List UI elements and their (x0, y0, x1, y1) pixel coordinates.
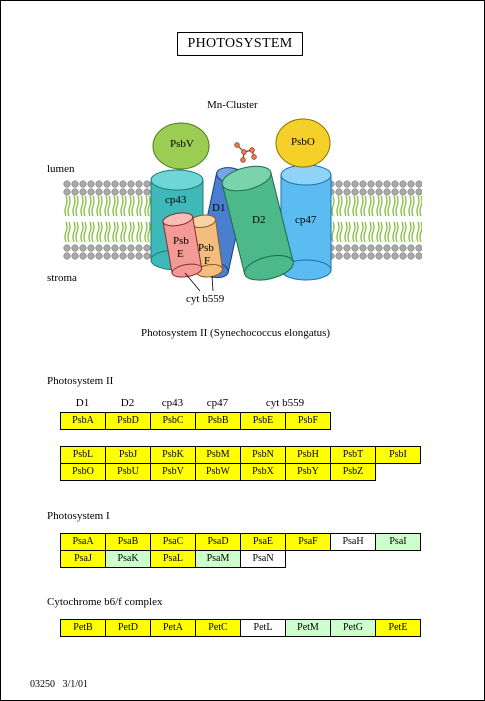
cyt-pointer-line (184, 272, 201, 292)
gene-cell: PsbF (285, 412, 331, 430)
d2-label: D2 (252, 214, 266, 226)
gene-cell: PsbI (375, 446, 421, 464)
psbo-subunit (275, 118, 331, 168)
ps2-header-d2: D2 (120, 397, 135, 409)
page-title: PHOTOSYSTEM (177, 32, 303, 56)
gene-cell: PsbT (330, 446, 376, 464)
photosystem-diagram (63, 118, 422, 292)
gene-cell: PsaD (195, 533, 241, 551)
psbo-label: PsbO (291, 136, 315, 148)
diagram-caption: Photosystem II (Synechococcus elongatus) (141, 327, 331, 339)
gene-cell: PsaC (150, 533, 196, 551)
psbf-label-top: Psb (198, 242, 214, 254)
gene-cell: PsaJ (60, 550, 106, 568)
gene-cell: PsbZ (330, 463, 376, 481)
ps1-title: Photosystem I (47, 510, 110, 522)
gene-cell: PsbW (195, 463, 241, 481)
mn-cluster-icon (234, 142, 257, 163)
gene-cell: PsbK (150, 446, 196, 464)
footer-date: 3/1/01 (62, 679, 89, 690)
gene-cell: PsaF (285, 533, 331, 551)
psbe-subunit (162, 212, 203, 278)
gene-cell: PetC (195, 619, 241, 637)
psbe-label-top: Psb (173, 235, 189, 247)
footer-code: 03250 (30, 679, 55, 690)
gene-cell: PsaE (240, 533, 286, 551)
gene-cell: PetM (285, 619, 331, 637)
gene-cell: PsbL (60, 446, 106, 464)
mn-cluster-label: Mn-Cluster (207, 99, 258, 111)
gene-cell: PsbN (240, 446, 286, 464)
gene-cell: PsbO (60, 463, 106, 481)
gene-cell: PetD (105, 619, 151, 637)
gene-cell: PsbY (285, 463, 331, 481)
gene-cell: PsbE (240, 412, 286, 430)
psbe-label-bottom: E (177, 248, 184, 260)
gene-cell: PetE (375, 619, 421, 637)
gene-cell: PsaK (105, 550, 151, 568)
gene-cell: PsbD (105, 412, 151, 430)
gene-cell: PsbX (240, 463, 286, 481)
cp43-label: cp43 (165, 194, 187, 206)
gene-cell: PetB (60, 619, 106, 637)
gene-cell: PsaN (240, 550, 286, 568)
psbv-label: PsbV (170, 138, 194, 150)
gene-cell: PetL (240, 619, 286, 637)
footer: 03250 3/1/01 (30, 679, 88, 690)
cyt-title: Cytochrome b6/f complex (47, 596, 163, 608)
cp47-label: cp47 (295, 214, 317, 226)
gene-cell: PsbA (60, 412, 106, 430)
gene-cell: PsbB (195, 412, 241, 430)
gene-cell: PsbJ (105, 446, 151, 464)
gene-cell: PsaM (195, 550, 241, 568)
psbf-label-bottom: F (204, 255, 211, 267)
gene-cell: PsbM (195, 446, 241, 464)
d1-label: D1 (212, 202, 226, 214)
gene-cell: PsaL (150, 550, 196, 568)
gene-cell: PsbU (105, 463, 151, 481)
gene-cell: PsbH (285, 446, 331, 464)
d2-subunit (221, 165, 294, 281)
gene-cell: PsaB (105, 533, 151, 551)
cyt-b559-label: cyt b559 (186, 293, 225, 305)
psbv-subunit (152, 122, 210, 170)
gene-cell: PetG (330, 619, 376, 637)
ps2-header-cp47: cp47 (206, 397, 229, 409)
gene-cell: PsaI (375, 533, 421, 551)
ps2-header-cyt-b559: cyt b559 (265, 397, 305, 409)
stroma-label: stroma (47, 272, 77, 284)
gene-cell: PsaA (60, 533, 106, 551)
membrane-right (330, 180, 422, 260)
ps2-title: Photosystem II (47, 375, 114, 387)
gene-cell: PsbC (150, 412, 196, 430)
cyt-pointer-line (211, 275, 214, 292)
gene-cell: PetA (150, 619, 196, 637)
lumen-label: lumen (47, 163, 75, 175)
ps2-header-cp43: cp43 (161, 397, 184, 409)
gene-cell: PsbV (150, 463, 196, 481)
ps2-header-d1: D1 (75, 397, 90, 409)
gene-cell: PsaH (330, 533, 376, 551)
